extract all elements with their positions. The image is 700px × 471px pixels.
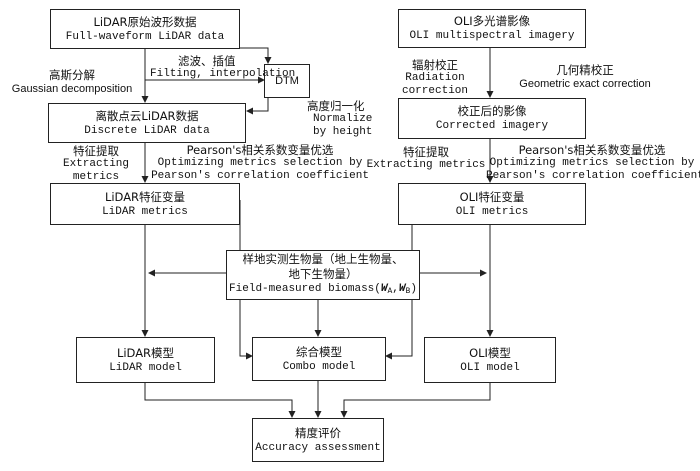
radiation-en2: correction [401,85,468,97]
arrow-oli-model-to-accuracy [340,382,491,418]
geometric-en: Geometric exact correction [519,78,651,90]
oli-metrics-box: OLI特征变量 OLI metrics [398,183,586,225]
field-sub-b: B [405,286,411,296]
field-zh-line1: 样地实测生物量（地上生物量、 [242,251,404,266]
extract-left-en2: metrics [72,171,120,183]
radiation-label: 辐射校正 Radiation correction [392,58,478,98]
corrected-imagery-box: 校正后的影像 Corrected imagery [398,98,586,139]
field-zh-line2: 地下生物量） [288,266,358,281]
pearson-left-en2: Pearson's correlation coefficient [151,170,369,182]
dtm-label: DTM [275,75,299,87]
arrow-dtm-to-discrete [246,97,269,115]
lidar-model-zh: LiDAR模型 [116,345,175,360]
extract-right-en: Extracting metrics [366,159,486,171]
filter-zh: 滤波、插值 [178,54,236,68]
gaussian-en: Gaussian decomposition [11,83,133,95]
discrete-zh: 离散点云LiDAR数据 [95,108,199,123]
oli-raw-en: OLI multispectral imagery [409,30,575,42]
geometric-label: 几何精校正 Geometric exact correction [510,63,660,91]
filter-label: 滤波、插值 Filting, interpolation [150,54,295,81]
accuracy-box: 精度评价 Accuracy assessment [252,418,384,462]
normalize-en1: Normalize [313,113,373,125]
accuracy-en: Accuracy assessment [255,441,381,454]
oli-metrics-en: OLI metrics [455,205,529,218]
lidar-raw-en: Full-waveform LiDAR data [65,30,225,43]
radiation-zh: 辐射校正 [412,58,458,72]
gaussian-label: 高斯分解 Gaussian decomposition [2,68,142,96]
pearson-right-en2: Pearson's correlation coefficient [486,170,700,182]
corrected-zh: 校正后的影像 [457,104,527,118]
field-en: Field-measured biomass(WA,WB) [229,282,417,299]
pearson-right-en1: Optimizing metrics selection by [489,157,695,169]
lidar-metrics-box: LiDAR特征变量 LiDAR metrics [50,183,240,225]
lidar-raw-box: LiDAR原始波形数据 Full-waveform LiDAR data [50,9,240,49]
arrow-lidar-model-to-accuracy [144,382,296,418]
extract-left-zh: 特征提取 [73,144,119,158]
field-en-suffix: ) [410,282,417,295]
oli-raw-zh: OLI多光谱影像 [453,14,531,28]
combo-model-en: Combo model [282,360,356,373]
gaussian-zh: 高斯分解 [49,68,95,82]
lidar-raw-zh: LiDAR原始波形数据 [93,14,197,29]
dtm-box: DTM [264,64,310,98]
field-en-prefix: Field-measured biomass( [229,282,381,295]
extract-right-label: 特征提取 Extracting metrics [366,145,486,172]
filter-en: Filting, interpolation [150,68,296,80]
corrected-en: Corrected imagery [435,120,549,132]
oli-raw-box: OLI多光谱影像 OLI multispectral imagery [398,9,586,48]
discrete-en: Discrete LiDAR data [84,124,210,137]
field-biomass-box: 样地实测生物量（地上生物量、 地下生物量） Field-measured bio… [226,250,420,300]
radiation-en1: Radiation [405,72,465,84]
oli-model-en: OLI model [460,361,520,374]
arrow-raw-to-dtm [240,47,272,64]
field-w-b: W [398,282,406,295]
oli-metrics-zh: OLI特征变量 [459,189,525,204]
pearson-right-zh: Pearson's相关系数变量优选 [518,143,666,157]
field-sub-a: A [387,286,393,296]
normalize-zh: 高度归一化 [307,99,365,113]
combo-model-zh: 综合模型 [296,344,342,359]
extract-right-zh: 特征提取 [403,145,449,159]
pearson-left-label: Pearson's相关系数变量优选 Optimizing metrics sel… [150,143,370,183]
combo-model-box: 综合模型 Combo model [252,337,386,381]
extract-left-label: 特征提取 Extracting metrics [58,144,134,184]
oli-model-box: OLI模型 OLI model [424,337,556,383]
oli-model-zh: OLI模型 [469,345,511,360]
normalize-label: 高度归一化 Normalize by height [307,99,372,139]
normalize-en2: by height [313,126,373,138]
lidar-model-box: LiDAR模型 LiDAR model [76,337,215,383]
pearson-left-en1: Optimizing metrics selection by [157,157,363,169]
lidar-model-en: LiDAR model [109,361,182,374]
extract-left-en1: Extracting [62,158,129,170]
accuracy-zh: 精度评价 [295,425,341,440]
field-sep: , [392,282,399,295]
pearson-right-label: Pearson's相关系数变量优选 Optimizing metrics sel… [486,143,700,183]
discrete-lidar-box: 离散点云LiDAR数据 Discrete LiDAR data [48,103,246,143]
field-w-a: W [380,282,388,295]
pearson-left-zh: Pearson's相关系数变量优选 [186,143,334,157]
geometric-zh: 几何精校正 [556,63,614,77]
lidar-metrics-en: LiDAR metrics [102,205,188,218]
lidar-metrics-zh: LiDAR特征变量 [104,189,186,204]
